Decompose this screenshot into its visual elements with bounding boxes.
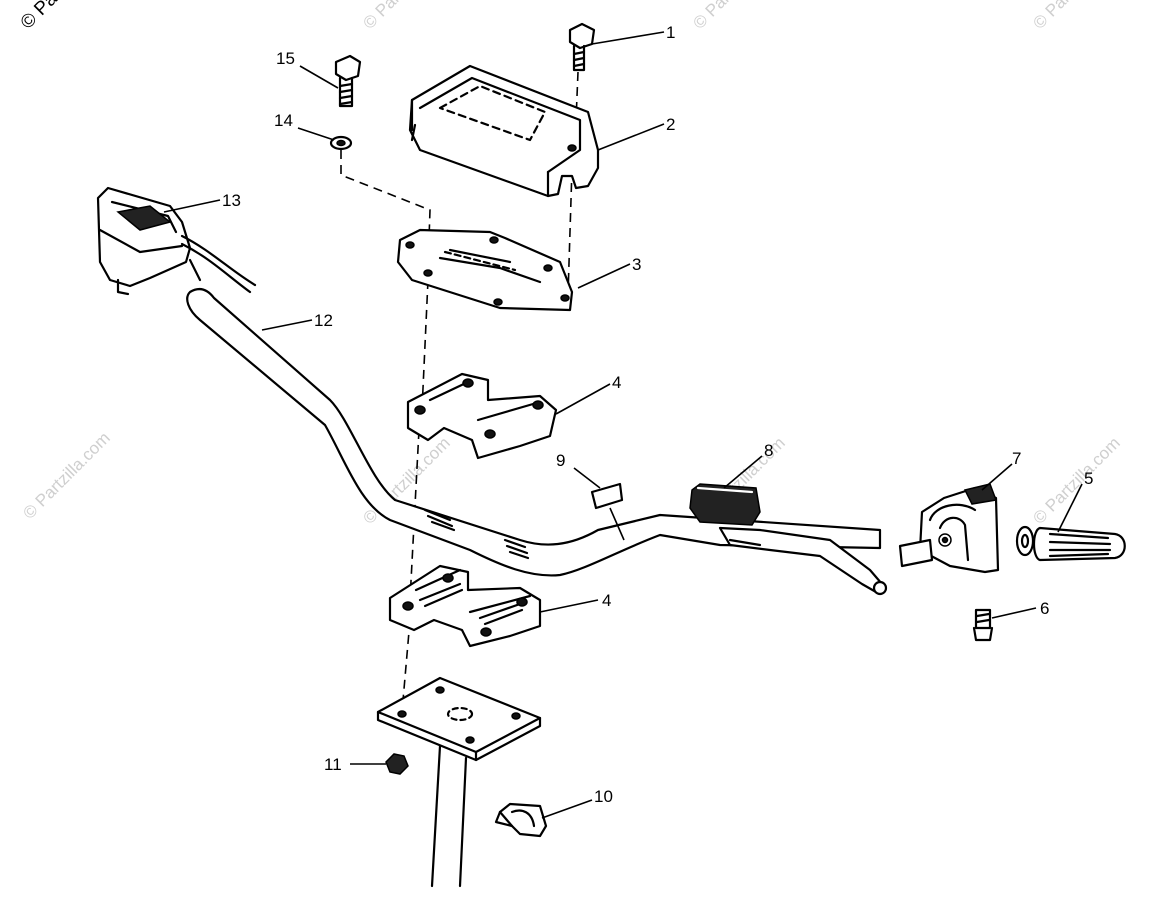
callout-1: 1 bbox=[666, 23, 675, 42]
leader-15 bbox=[299, 65, 339, 89]
callout-14: 14 bbox=[274, 111, 293, 130]
callout-labels: 1 2 3 4 4 5 6 7 8 9 10 11 12 13 14 15 bbox=[222, 23, 1093, 806]
callout-4-upper: 4 bbox=[612, 373, 621, 392]
screw-6 bbox=[972, 608, 994, 642]
watermark-text: © Partzilla.com bbox=[1029, 0, 1123, 33]
leader-lines bbox=[163, 31, 1083, 819]
callout-10: 10 bbox=[594, 787, 613, 806]
callout-13: 13 bbox=[222, 191, 241, 210]
watermark-text: © Partzilla.com bbox=[1029, 433, 1123, 527]
leader-2 bbox=[597, 123, 665, 151]
callout-6: 6 bbox=[1040, 599, 1049, 618]
leader-14 bbox=[297, 127, 335, 141]
bolt-1 bbox=[568, 22, 596, 72]
grip-5 bbox=[1015, 525, 1126, 562]
assembly-line-left-bottom bbox=[401, 619, 411, 713]
leader-13 bbox=[163, 199, 221, 213]
leader-3 bbox=[577, 263, 631, 289]
leader-4b bbox=[539, 599, 599, 613]
throttle-housing-7 bbox=[898, 483, 1000, 574]
callout-12: 12 bbox=[314, 311, 333, 330]
handlebar-12 bbox=[186, 288, 882, 577]
washer-14 bbox=[329, 135, 353, 151]
assembly-line-left-mid bbox=[421, 279, 429, 411]
mounting-plate-3 bbox=[396, 228, 574, 312]
lower-clamp-4 bbox=[388, 564, 542, 648]
callout-7: 7 bbox=[1012, 449, 1021, 468]
leader-6 bbox=[991, 607, 1037, 619]
watermark-text: © Partzilla.com bbox=[359, 0, 453, 33]
callout-3: 3 bbox=[632, 255, 641, 274]
leader-12 bbox=[261, 319, 313, 331]
leader-5 bbox=[1057, 483, 1083, 533]
leader-1 bbox=[591, 31, 665, 45]
nut-11 bbox=[385, 753, 409, 775]
leader-10 bbox=[541, 799, 593, 819]
bolt-15 bbox=[334, 54, 362, 108]
assembly-line-right-mid bbox=[567, 167, 573, 296]
leader-8 bbox=[723, 455, 763, 489]
callout-15: 15 bbox=[276, 49, 295, 68]
callout-5: 5 bbox=[1084, 469, 1093, 488]
callout-9: 9 bbox=[556, 451, 565, 470]
handlebar-cover-2 bbox=[408, 64, 600, 198]
callout-2: 2 bbox=[666, 115, 675, 134]
callout-4-lower: 4 bbox=[602, 591, 611, 610]
watermark-text: © Partzilla.com bbox=[19, 428, 113, 522]
switch-housing-13 bbox=[96, 186, 257, 296]
brake-lever-8 bbox=[689, 483, 888, 596]
watermark-corner: © Pa bbox=[17, 0, 62, 34]
upper-clamp-4 bbox=[406, 372, 558, 460]
assembly-line-left-low bbox=[409, 429, 420, 601]
leader-4a bbox=[555, 383, 611, 415]
label-9 bbox=[590, 482, 624, 510]
steering-post-plate bbox=[376, 676, 542, 888]
callout-11: 11 bbox=[324, 755, 342, 774]
leader-9 bbox=[573, 467, 625, 541]
watermark-text: © Partzilla.com bbox=[689, 0, 783, 33]
leader-7 bbox=[981, 463, 1013, 491]
cable-clamp-10 bbox=[494, 802, 548, 838]
callout-8: 8 bbox=[764, 441, 773, 460]
